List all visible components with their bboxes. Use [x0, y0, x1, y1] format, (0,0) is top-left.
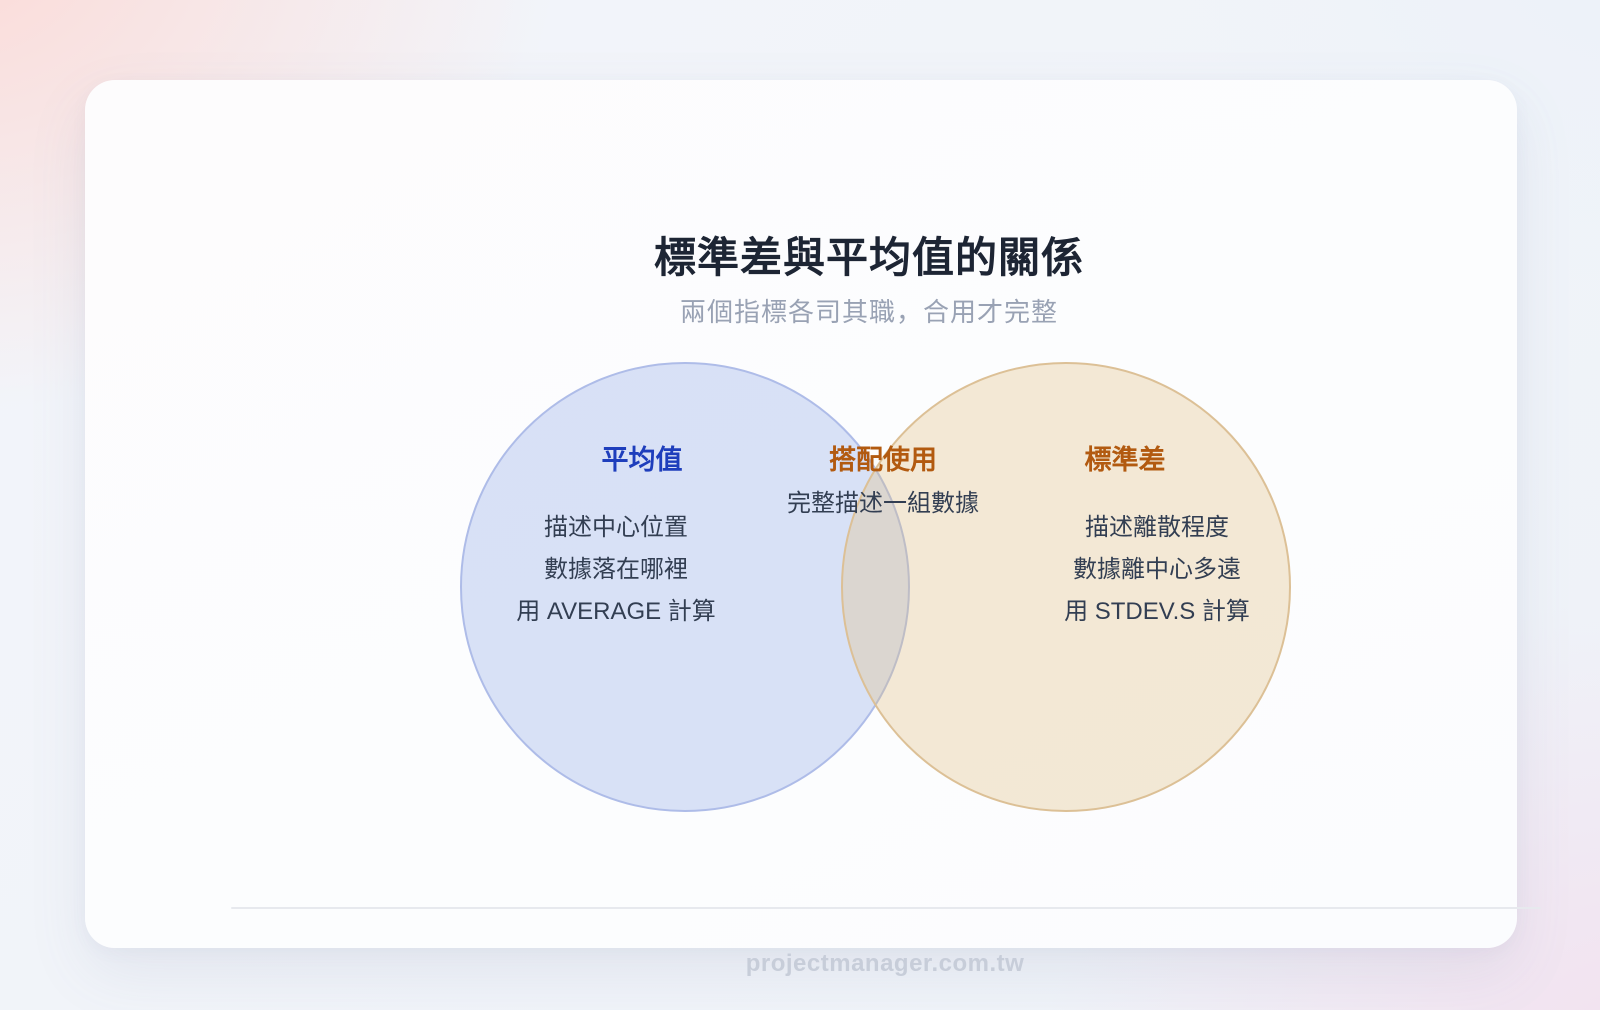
- mean-item: 描述中心位置: [544, 514, 688, 541]
- infographic-card: 標準差與平均值的關係 兩個指標各司其職，合用才完整 平均值 描述中心位置 數據落…: [85, 80, 1541, 977]
- stdev-item: 用 STDEV.S 計算: [1064, 598, 1250, 625]
- mean-item: 用 AVERAGE 計算: [516, 598, 716, 625]
- stdev-title: 標準差: [1084, 445, 1166, 475]
- venn-circle-mean: [460, 362, 910, 812]
- stdev-item-list: 描述離散程度 數據離中心多遠 用 STDEV.S 計算: [1064, 507, 1250, 633]
- overlap-title: 搭配使用: [829, 445, 937, 475]
- mean-item: 數據落在哪裡: [544, 556, 688, 583]
- footer-divider: [231, 907, 1541, 909]
- footer-site-url: projectmanager.com.tw: [745, 950, 1025, 977]
- venn-circle-stdev: [841, 362, 1291, 812]
- mean-title: 平均值: [601, 445, 683, 475]
- stdev-item: 數據離中心多遠: [1072, 556, 1241, 583]
- mean-item-list: 描述中心位置 數據落在哪裡 用 AVERAGE 計算: [516, 507, 716, 633]
- page-subtitle: 兩個指標各司其職，合用才完整: [679, 297, 1059, 327]
- overlap-description: 完整描述一組數據: [787, 490, 979, 517]
- page-title: 標準差與平均值的關係: [653, 234, 1085, 281]
- stdev-item: 描述離散程度: [1084, 514, 1229, 541]
